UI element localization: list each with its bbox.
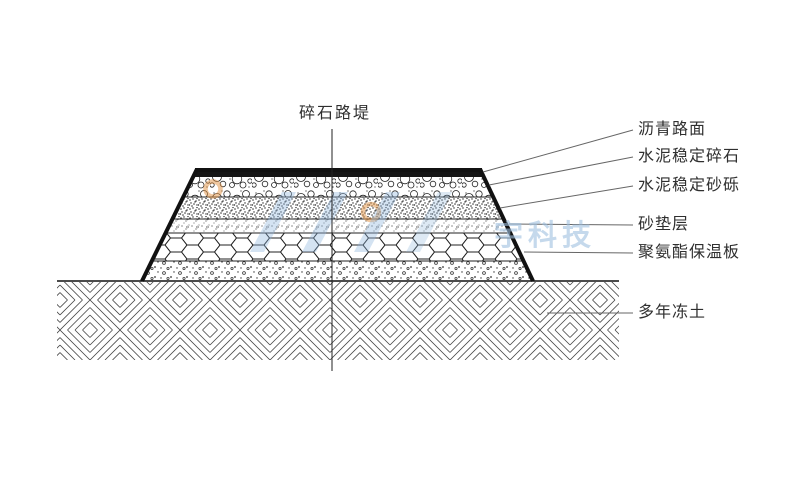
label-cement-gravel: 水泥稳定砂砾 [638,177,741,194]
asphalt-layer [142,169,533,177]
embankment-outline [140,168,535,282]
base-dots-layer [142,261,533,281]
sand-cushion-layer [142,219,533,233]
diagram-title: 碎石路堤 [299,105,372,122]
leader-asphalt [482,129,634,173]
leader-insulation [523,251,634,254]
layer-separators [142,196,533,262]
leader-cement-macadam [488,156,634,186]
embankment-layers [142,169,533,281]
leader-cement-gravel [499,185,634,209]
insulation-layer [142,233,533,261]
cement-macadam-layer [142,177,533,197]
leader-lines [482,129,634,314]
watermark-logo [203,179,452,252]
cement-gravel-layer [142,197,533,219]
leader-sand-cushion [508,223,634,226]
label-cement-macadam: 水泥稳定碎石 [638,148,741,165]
permafrost-area [57,282,619,360]
label-asphalt: 沥青路面 [638,121,707,138]
label-sand-cushion: 砂垫层 [638,216,690,233]
label-insulation: 聚氨酯保温板 [638,244,741,261]
label-permafrost: 多年冻土 [638,304,707,321]
